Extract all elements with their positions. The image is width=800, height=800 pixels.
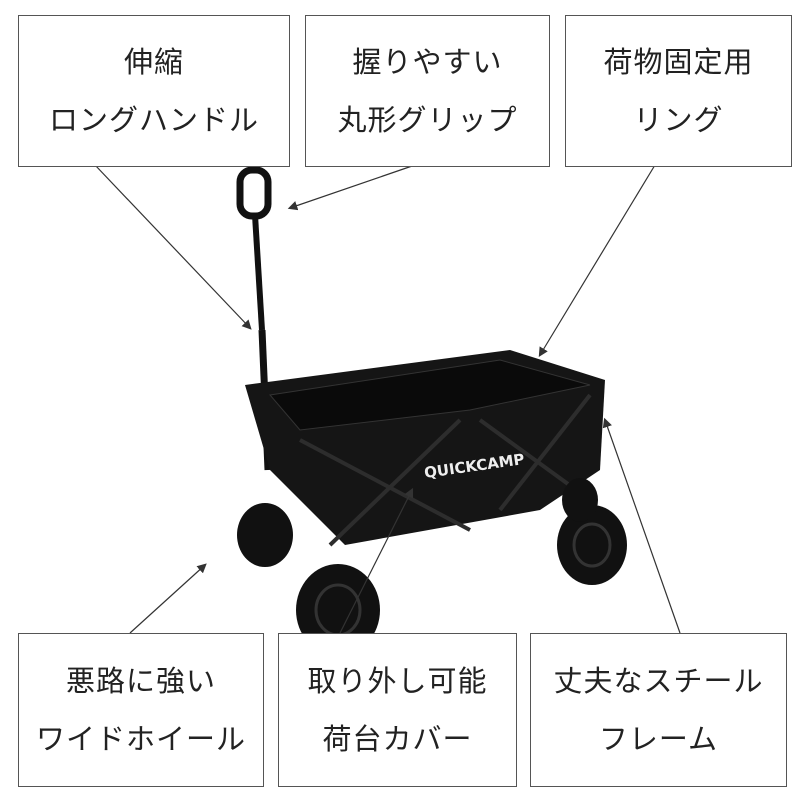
callout-line: ワイドホイール: [35, 722, 246, 756]
callout-line: 丸形グリップ: [337, 103, 518, 137]
callout-line: リング: [633, 103, 724, 137]
callout-wide-wheels: 悪路に強い ワイドホイール: [18, 633, 264, 787]
leader-lines: [94, 164, 681, 634]
callout-removable-cover: 取り外し可能 荷台カバー: [278, 633, 517, 787]
callout-line: 伸縮: [123, 45, 184, 79]
callout-line: 握りやすい: [352, 45, 503, 79]
wagon-body: QUICKCAMP: [245, 350, 605, 547]
callout-telescopic-handle: 伸縮 ロングハンドル: [18, 15, 290, 167]
callout-line: 丈夫なスチール: [553, 664, 764, 698]
callout-tie-down-ring: 荷物固定用 リング: [565, 15, 792, 167]
callout-line: 悪路に強い: [65, 664, 216, 698]
callout-line: フレーム: [598, 722, 719, 756]
callout-line: 取り外し可能: [307, 664, 488, 698]
callout-line: 荷台カバー: [322, 722, 473, 756]
callout-round-grip: 握りやすい 丸形グリップ: [305, 15, 550, 167]
callout-steel-frame: 丈夫なスチール フレーム: [530, 633, 787, 787]
callout-line: ロングハンドル: [48, 103, 259, 137]
round-grip: [236, 166, 272, 220]
callout-line: 荷物固定用: [603, 45, 754, 79]
